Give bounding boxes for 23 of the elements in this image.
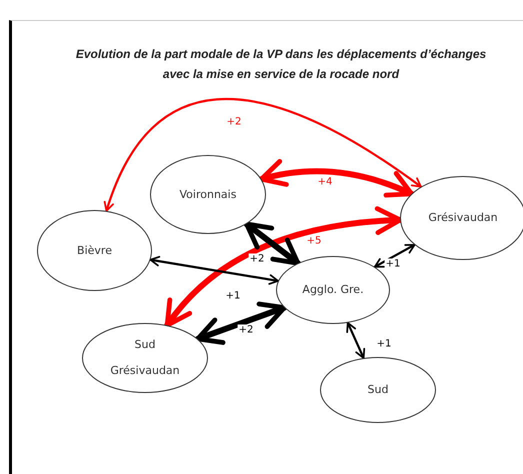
edge-label: +2 (238, 324, 254, 336)
node-label: Agglo. Gre. (302, 282, 364, 298)
diagram-title: Evolution de la part modale de la VP dans les déplacements d’échanges avec la mise en service de la rocade nord (74, 46, 488, 83)
arrow (346, 322, 366, 360)
node-label: Bièvre (77, 242, 112, 258)
arrow (149, 256, 280, 285)
ellipse-node (400, 176, 523, 260)
node-label: Grésivaudan (428, 210, 498, 226)
edge-label: +1 (224, 290, 242, 302)
edge-label: +2 (226, 116, 242, 128)
arrow (104, 98, 422, 212)
arrow (194, 302, 288, 345)
arrow (244, 220, 301, 266)
edge-label: +1 (376, 338, 392, 350)
edge-label: +2 (248, 254, 266, 264)
edge-label: +5 (306, 236, 322, 246)
arrow (258, 160, 414, 198)
node-label: Voironnais (180, 186, 236, 202)
node-label: Sud Grésivaudan (109, 337, 181, 379)
edge-label: +1 (384, 258, 402, 270)
arrow (374, 244, 416, 268)
node-label: Sud (368, 382, 388, 398)
edge-label: +4 (316, 176, 334, 188)
